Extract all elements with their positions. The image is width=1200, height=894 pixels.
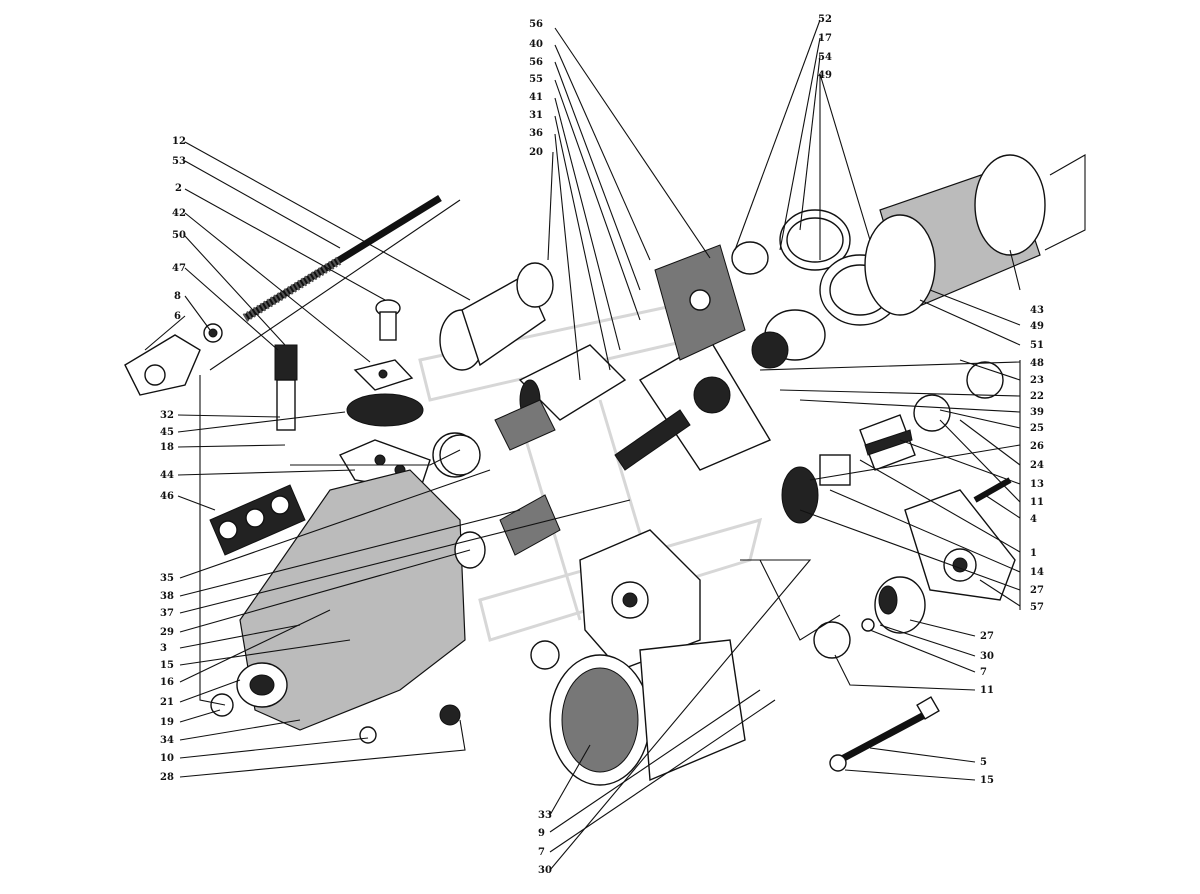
callout-22: 22: [1030, 391, 1044, 402]
callout-36: 36: [529, 128, 543, 139]
bellows-part: [859, 414, 916, 471]
callout-49-top: 49: [818, 70, 832, 81]
callout-32: 32: [160, 410, 174, 421]
screw-right-part: [973, 477, 1012, 503]
callout-38: 38: [160, 591, 174, 602]
gasket-frame-part: [614, 244, 772, 471]
main-housing-part: [210, 469, 466, 744]
diaphragm-right-part: [781, 454, 851, 524]
callout-11-lower: 11: [980, 685, 994, 696]
callout-49-right: 49: [1030, 321, 1044, 332]
callout-40: 40: [529, 39, 543, 50]
callout-37: 37: [160, 608, 174, 619]
callout-11-right: 11: [1030, 497, 1044, 508]
callout-35: 35: [160, 573, 174, 584]
callout-29: 29: [160, 627, 174, 638]
callout-56-b: 56: [529, 57, 543, 68]
end-cap-part: [861, 576, 926, 634]
callout-3: 3: [160, 643, 167, 654]
callout-2: 2: [175, 183, 182, 194]
callout-labels: 56 40 56 55 41 31 36 20 52 17 54 49 12 5…: [160, 14, 1044, 876]
callout-50: 50: [172, 230, 186, 241]
callout-30-bottom: 30: [538, 865, 552, 876]
callout-7-bottom: 7: [538, 847, 545, 858]
callout-56-a: 56: [529, 19, 543, 30]
callout-5: 5: [980, 757, 987, 768]
callout-46: 46: [160, 491, 174, 502]
spring-screw-part: [274, 344, 298, 431]
clevis-fork-part: [124, 323, 223, 396]
callout-31: 31: [529, 110, 543, 121]
piston-part: [439, 262, 554, 371]
callout-34: 34: [160, 735, 174, 746]
callout-6: 6: [174, 311, 181, 322]
callout-20: 20: [529, 147, 543, 158]
callout-23: 23: [1030, 375, 1044, 386]
callout-18: 18: [160, 442, 174, 453]
callout-47: 47: [172, 263, 186, 274]
callout-28: 28: [160, 772, 174, 783]
large-drum-part: [864, 154, 1046, 316]
callout-17: 17: [818, 33, 832, 44]
bolt-part: [829, 696, 940, 772]
callout-8: 8: [174, 291, 181, 302]
callout-24: 24: [1030, 460, 1044, 471]
callout-21: 21: [160, 697, 174, 708]
valve-set-part: [209, 484, 306, 556]
callout-1: 1: [1030, 548, 1037, 559]
callout-41: 41: [529, 92, 543, 103]
callout-55: 55: [529, 74, 543, 85]
callout-52: 52: [818, 14, 832, 25]
callout-12: 12: [172, 136, 186, 147]
callout-42: 42: [172, 208, 186, 219]
callout-25: 25: [1030, 423, 1044, 434]
callout-10: 10: [160, 753, 174, 764]
threaded-rod-part: [242, 195, 442, 322]
callout-4: 4: [1030, 514, 1037, 525]
callout-9: 9: [538, 828, 545, 839]
callout-57: 57: [1030, 602, 1044, 613]
callout-15: 15: [160, 660, 174, 671]
callout-44: 44: [160, 470, 174, 481]
callout-53: 53: [172, 156, 186, 167]
callout-19: 19: [160, 717, 174, 728]
callout-7-right: 7: [980, 667, 987, 678]
callout-48: 48: [1030, 358, 1044, 369]
callout-15-right: 15: [980, 775, 994, 786]
callout-26: 26: [1030, 441, 1044, 452]
callout-54: 54: [818, 52, 832, 63]
callout-33: 33: [538, 810, 552, 821]
callout-51: 51: [1030, 340, 1044, 351]
callout-27-right: 27: [1030, 585, 1044, 596]
cylinder-body-part: [549, 639, 746, 786]
end-housing-part: [904, 489, 1016, 601]
valve-plate-part: [579, 529, 701, 671]
small-screw-part: [375, 299, 401, 341]
diaphragm-part: [346, 393, 424, 427]
callout-45: 45: [160, 427, 174, 438]
callout-13: 13: [1030, 479, 1044, 490]
callout-39: 39: [1030, 407, 1044, 418]
callout-14: 14: [1030, 567, 1044, 578]
callout-27-lower: 27: [980, 631, 994, 642]
leader-lines: [144, 19, 1086, 871]
callout-30-right: 30: [980, 651, 994, 662]
callout-16: 16: [160, 677, 174, 688]
callout-43: 43: [1030, 305, 1044, 316]
small-plate-part: [353, 359, 414, 391]
